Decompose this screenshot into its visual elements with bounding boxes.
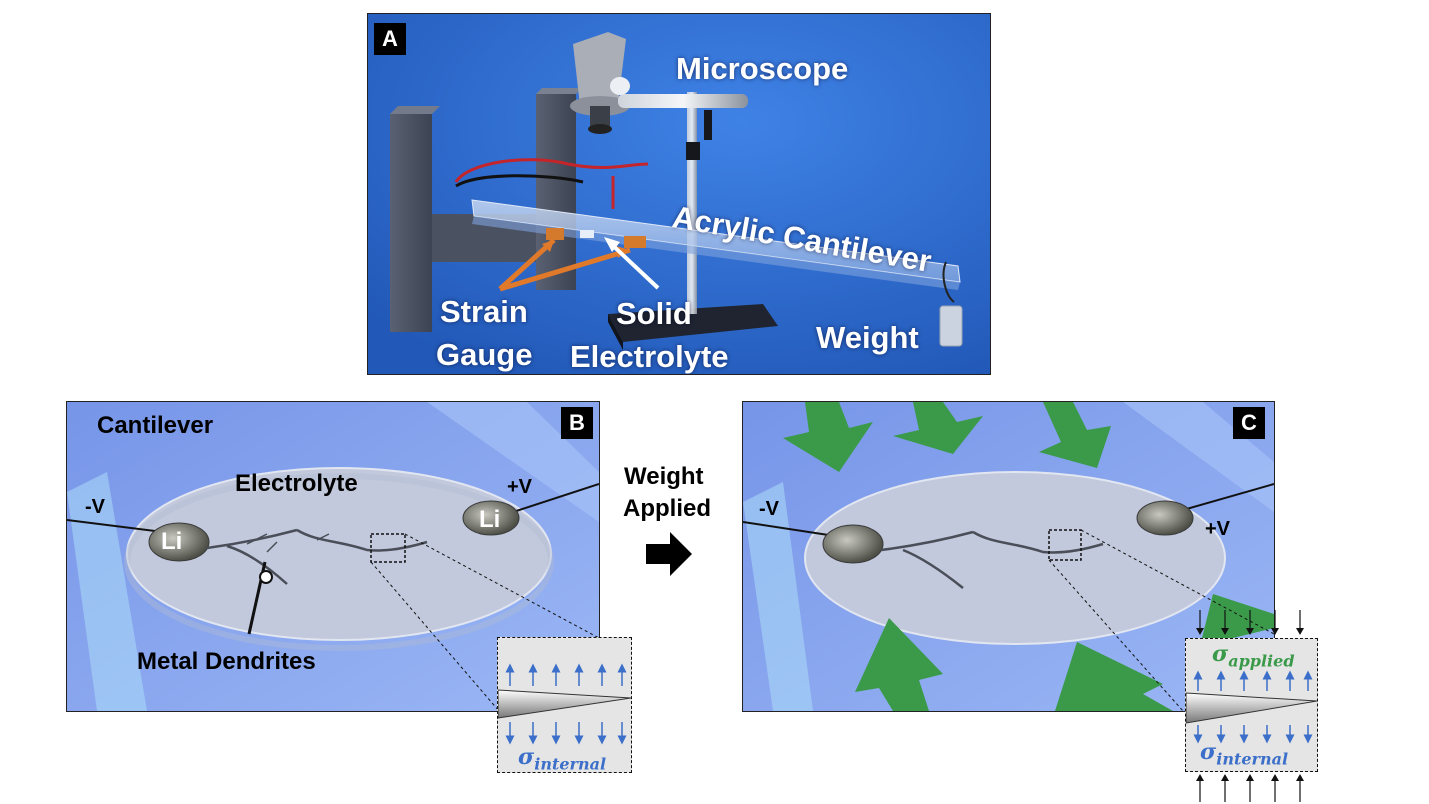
weight-applied-label-line1: Weight	[624, 463, 704, 490]
li-left-label: Li	[161, 528, 183, 555]
solid-electrolyte-sample	[580, 230, 594, 238]
strain-gauge-right	[624, 236, 646, 248]
applied-stress-arrows-top-icon	[1196, 610, 1304, 635]
sigma-internal-label: σinternal	[518, 744, 606, 773]
panel-c-illustration	[743, 402, 1274, 711]
inset-c-graphic	[1186, 670, 1317, 744]
microscope-arm	[618, 94, 748, 108]
solid-electrolyte-label-line2: Electrolyte	[570, 339, 729, 374]
cantilever-label: Cantilever	[97, 412, 214, 439]
positive-voltage-label-loaded: +V	[1205, 518, 1231, 540]
li-electrode-left-loaded	[822, 524, 884, 564]
zoom-region	[370, 533, 406, 563]
solid-electrolyte-label-line1: Solid	[616, 296, 692, 331]
weight-applied-label-line2: Applied	[623, 495, 711, 522]
weight-label: Weight	[816, 320, 919, 355]
panel-a-setup: A Microscope Acrylic Cantilever Strain G…	[367, 13, 991, 375]
panel-b-tag: B	[561, 407, 593, 439]
metal-dendrites-label: Metal Dendrites	[137, 648, 316, 675]
sigma-subscript: internal	[534, 754, 607, 774]
electrolyte-label: Electrolyte	[235, 470, 358, 497]
applied-force-arrows-bottom	[855, 594, 1274, 711]
right-pillar	[536, 94, 576, 290]
metal-dendrite-loaded	[880, 530, 1104, 589]
inset-c-stress-state: σapplied σinternal	[1185, 638, 1318, 772]
microscope-body	[573, 32, 626, 106]
dendrite-pointer	[259, 570, 273, 584]
stress-arrows-down	[505, 722, 627, 745]
sigma-applied-label: σapplied	[1212, 641, 1295, 670]
electrolyte-disc	[126, 467, 552, 641]
crack-tip	[498, 689, 631, 719]
microscope-label: Microscope	[676, 51, 849, 86]
strain-gauge-label-line2: Gauge	[436, 337, 533, 372]
stress-arrows-up-loaded	[1193, 670, 1313, 691]
stress-arrows-up	[505, 663, 627, 686]
sigma-applied-symbol: σ	[1212, 641, 1229, 667]
panel-a-tag: A	[374, 23, 406, 55]
zoom-region-loaded	[1048, 529, 1082, 561]
li-right-label: Li	[479, 506, 501, 533]
panel-c-tag: C	[1233, 407, 1265, 439]
li-electrode-left	[148, 522, 210, 562]
panel-a-illustration	[368, 14, 990, 374]
sigma-symbol: σ	[518, 744, 535, 770]
applied-force-arrows-top	[783, 402, 1111, 472]
strain-gauge-label-line1: Strain	[440, 294, 528, 329]
left-pillar	[390, 114, 432, 332]
stand-base	[608, 304, 778, 342]
sigma-internal-label-loaded: σinternal	[1200, 739, 1288, 768]
positive-voltage-label: +V	[507, 476, 533, 498]
li-electrode-right-loaded	[1136, 500, 1194, 536]
applied-stress-arrows-bottom-icon	[1196, 774, 1304, 802]
negative-voltage-label-loaded: -V	[759, 498, 779, 520]
inset-b-graphic	[498, 663, 631, 745]
crack-tip-loaded	[1186, 692, 1317, 724]
electrolyte-disc-loaded	[804, 471, 1226, 645]
inset-b-internal-stress: σinternal	[497, 637, 632, 773]
right-arrow-icon	[646, 532, 692, 576]
metal-dendrite	[206, 528, 428, 585]
stand-rod	[687, 92, 697, 314]
sigma-internal-subscript-loaded: internal	[1216, 749, 1289, 769]
panel-c-cantilever-loaded: C -V +V	[742, 401, 1275, 712]
strain-gauge-left	[546, 228, 564, 240]
sigma-applied-subscript: applied	[1228, 651, 1295, 671]
hanging-weight	[939, 305, 963, 347]
negative-voltage-label: -V	[85, 496, 105, 518]
stress-arrows-down-loaded	[1193, 725, 1313, 744]
li-electrode-right	[462, 500, 520, 536]
sigma-internal-symbol-loaded: σ	[1200, 739, 1217, 765]
